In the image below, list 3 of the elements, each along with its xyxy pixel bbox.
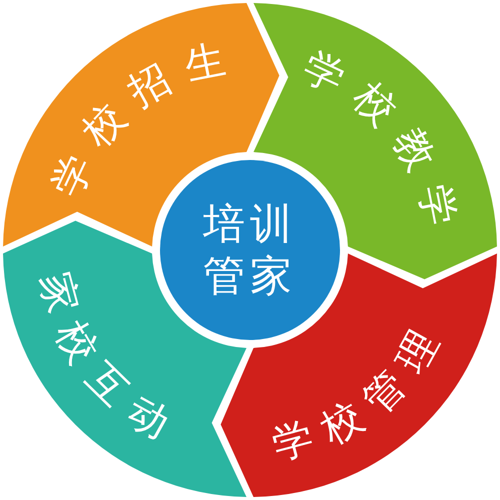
segment-label: 家校互动 <box>32 268 190 454</box>
segment-label: 学校教学 <box>296 44 466 245</box>
segment-label: 学校管理 <box>268 310 454 468</box>
